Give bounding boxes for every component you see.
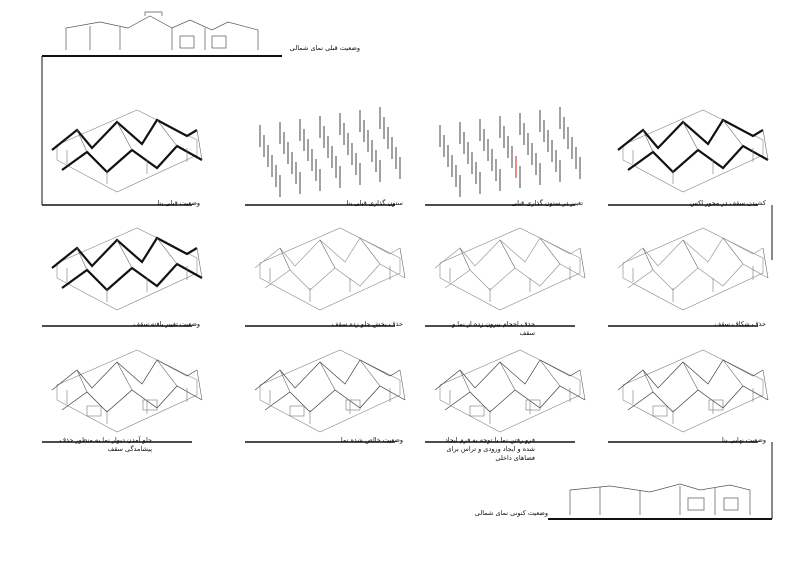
step-drawing bbox=[259, 107, 401, 197]
step-drawing bbox=[254, 227, 406, 311]
step-drawing bbox=[434, 227, 586, 311]
step-label: وضعیت نهایی بنا bbox=[721, 436, 766, 444]
step-label: حذف بخش جلو زده سقف bbox=[331, 320, 403, 328]
step-label: وضعیت خالص شده نما bbox=[340, 436, 403, 444]
step-drawing bbox=[617, 227, 769, 311]
step-label: حذف شکاف سقف bbox=[714, 320, 766, 328]
top-label: وضعیت قبلی نمای شمالی bbox=[289, 44, 360, 52]
step-label: جلو آمدن دیوار نما به منظور حذف پیشامدگی… bbox=[59, 436, 152, 453]
step-drawing bbox=[51, 109, 203, 193]
north-elevation-before bbox=[65, 11, 259, 50]
step-label: تغییر در ستون گذاری قبلی bbox=[511, 199, 583, 207]
step-label: حذف احجام بیرون زده از نما و سقف bbox=[452, 320, 535, 337]
step-drawing bbox=[434, 349, 586, 433]
step-label: کشیدن سقف در محور اکس bbox=[689, 199, 766, 207]
step-label: فرو رفتن نما با توجه به فرم ایجاد شده و … bbox=[444, 436, 535, 462]
step-drawing bbox=[617, 349, 769, 433]
step-drawing bbox=[254, 349, 406, 433]
step-label: وضعیت تغییر یافته سقف bbox=[133, 320, 200, 328]
step-drawing bbox=[617, 109, 769, 193]
step-drawing bbox=[51, 227, 203, 311]
bottom-label: وضعیت کنونی نمای شمالی bbox=[474, 509, 548, 517]
step-drawing bbox=[439, 107, 581, 197]
step-label: وضعیت قبلی بنا bbox=[157, 199, 200, 207]
step-label: ستون گذاری قبلی بنا bbox=[346, 199, 403, 207]
north-elevation-after bbox=[569, 483, 751, 515]
step-drawing bbox=[51, 349, 203, 433]
